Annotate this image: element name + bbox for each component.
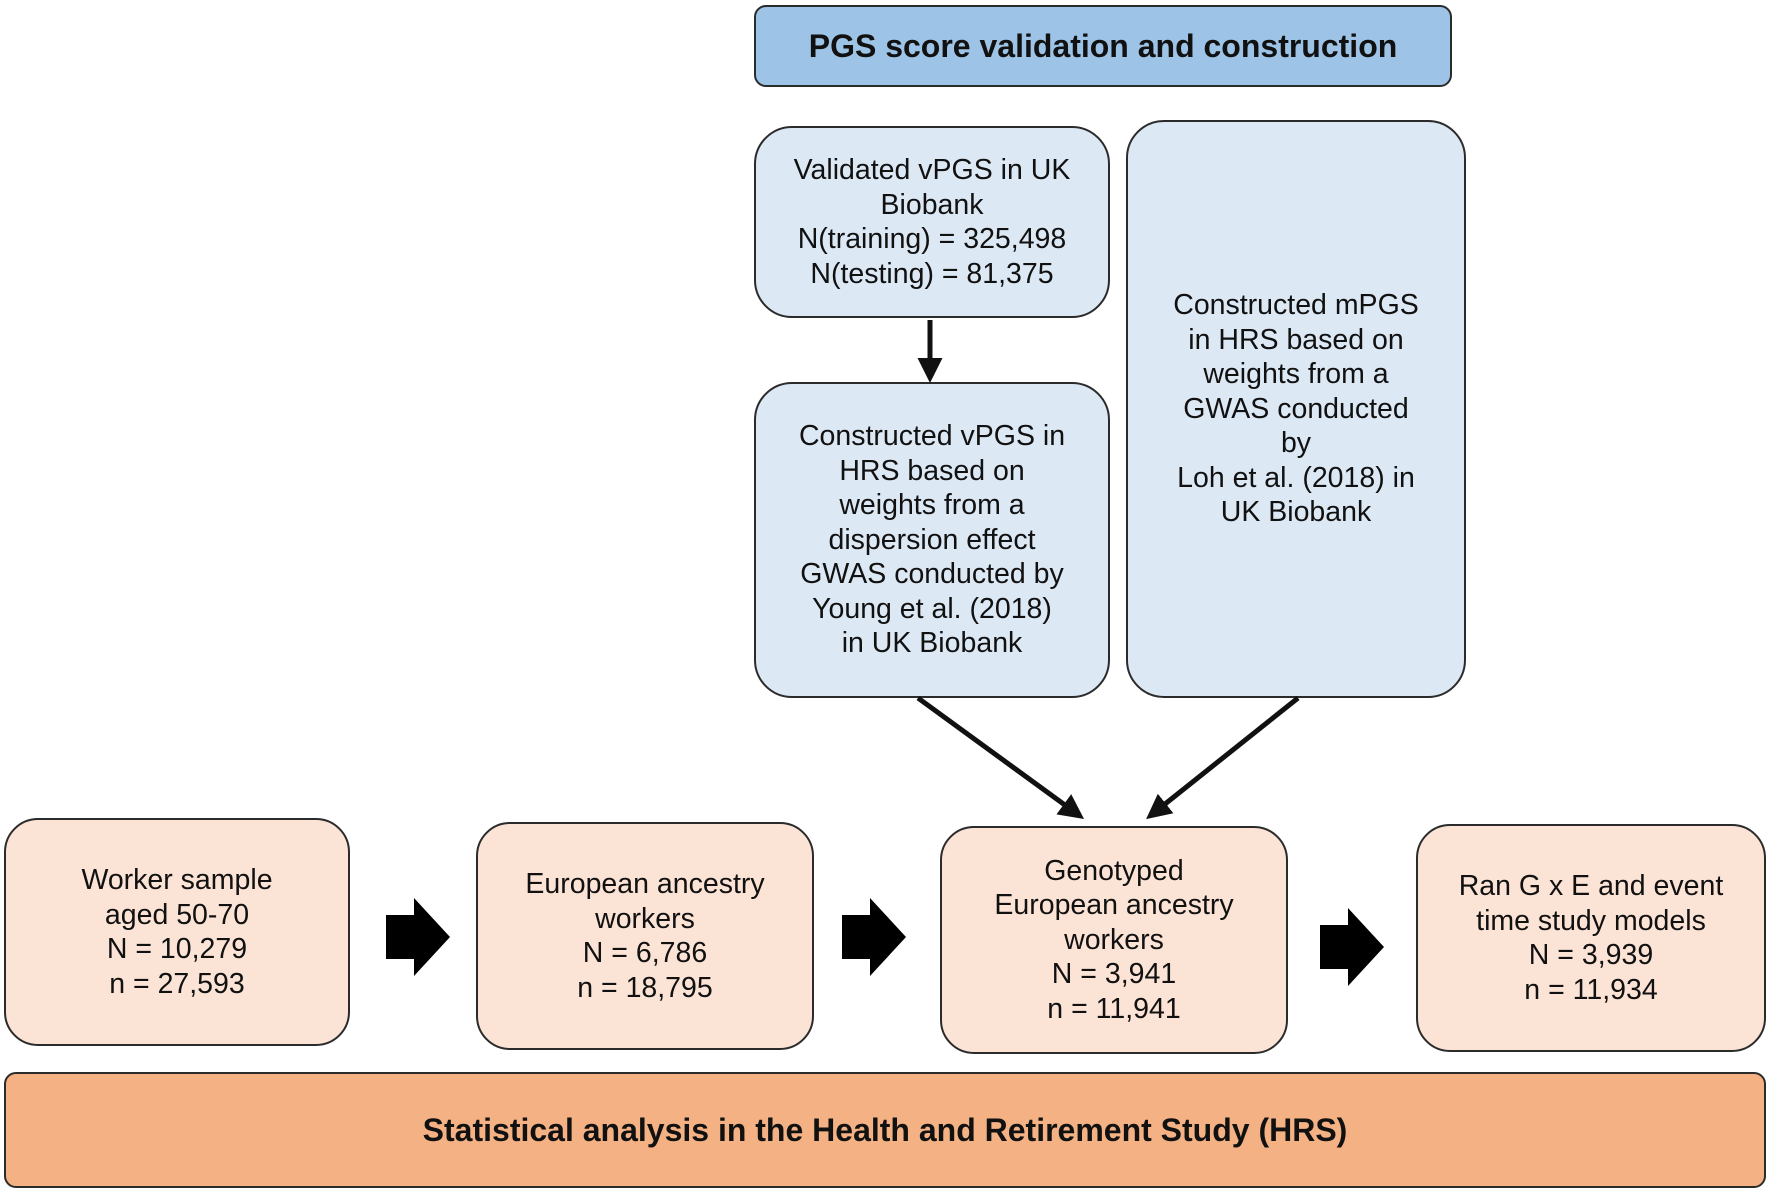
box-line: N = 6,786 bbox=[582, 937, 708, 969]
box-line: UK Biobank bbox=[1220, 496, 1372, 529]
box-line: Young et al. (2018) bbox=[812, 592, 1052, 625]
block-arrow-2 bbox=[842, 898, 906, 976]
box-line: in UK Biobank bbox=[841, 627, 1023, 660]
box-line: N = 10,279 bbox=[106, 933, 248, 965]
pgs-section-title: PGS score validation and construction bbox=[808, 27, 1398, 64]
european-ancestry-box: European ancestry workers N = 6,786 n = … bbox=[476, 822, 814, 1050]
box-line: Genotyped bbox=[1044, 854, 1184, 887]
hrs-analysis-title: Statistical analysis in the Health and R… bbox=[422, 1111, 1348, 1148]
box-line: N(training) = 325,498 bbox=[797, 223, 1067, 255]
block-arrow-1 bbox=[386, 898, 450, 976]
box-line: Validated vPGS in UK bbox=[793, 154, 1071, 186]
box-line: Constructed mPGS bbox=[1173, 289, 1419, 322]
box-line: time study models bbox=[1476, 904, 1706, 937]
box-line: weights from a bbox=[1203, 358, 1389, 391]
arrow-mpgs-to-genotyped bbox=[1146, 696, 1300, 820]
hrs-analysis-footer: Statistical analysis in the Health and R… bbox=[4, 1072, 1766, 1188]
box-line: by bbox=[1280, 427, 1312, 460]
box-line: in HRS based on bbox=[1188, 323, 1404, 356]
genotyped-european-box: Genotyped European ancestry workers N = … bbox=[940, 826, 1288, 1054]
box-line: N = 3,941 bbox=[1051, 958, 1177, 991]
box-line: aged 50-70 bbox=[104, 898, 250, 931]
validated-vpgs-box: Validated vPGS in UK Biobank N(training)… bbox=[754, 126, 1110, 318]
box-line: Ran G x E and event bbox=[1458, 870, 1724, 902]
box-line: dispersion effect bbox=[828, 523, 1036, 556]
box-line: European ancestry bbox=[525, 868, 765, 900]
box-line: N(testing) = 81,375 bbox=[810, 257, 1054, 290]
box-line: workers bbox=[595, 902, 695, 935]
box-line: n = 11,934 bbox=[1524, 973, 1658, 1006]
box-line: GWAS conducted bbox=[1183, 392, 1409, 425]
pgs-section-header: PGS score validation and construction bbox=[754, 5, 1452, 87]
block-arrow-3 bbox=[1320, 908, 1384, 986]
box-line: Constructed vPGS in bbox=[798, 420, 1066, 453]
constructed-vpgs-box: Constructed vPGS in HRS based on weights… bbox=[754, 382, 1110, 698]
box-line: Biobank bbox=[880, 188, 984, 221]
box-line: HRS based on bbox=[839, 454, 1025, 487]
box-line: European ancestry bbox=[994, 889, 1234, 922]
box-line: n = 27,593 bbox=[109, 967, 245, 1000]
box-line: Loh et al. (2018) in bbox=[1177, 461, 1415, 494]
box-line: GWAS conducted by bbox=[800, 558, 1064, 591]
worker-sample-box: Worker sample aged 50-70 N = 10,279 n = … bbox=[4, 818, 350, 1046]
box-line: weights from a bbox=[839, 489, 1025, 522]
box-line: n = 11,941 bbox=[1047, 992, 1181, 1025]
box-line: workers bbox=[1064, 923, 1164, 956]
box-line: n = 18,795 bbox=[577, 971, 713, 1004]
gxe-models-box: Ran G x E and event time study models N … bbox=[1416, 824, 1766, 1052]
arrow-vpgs-to-genotyped bbox=[916, 695, 1085, 819]
box-line: Worker sample bbox=[81, 864, 273, 896]
box-line: N = 3,939 bbox=[1528, 939, 1654, 971]
constructed-mpgs-box: Constructed mPGS in HRS based on weights… bbox=[1126, 120, 1466, 698]
